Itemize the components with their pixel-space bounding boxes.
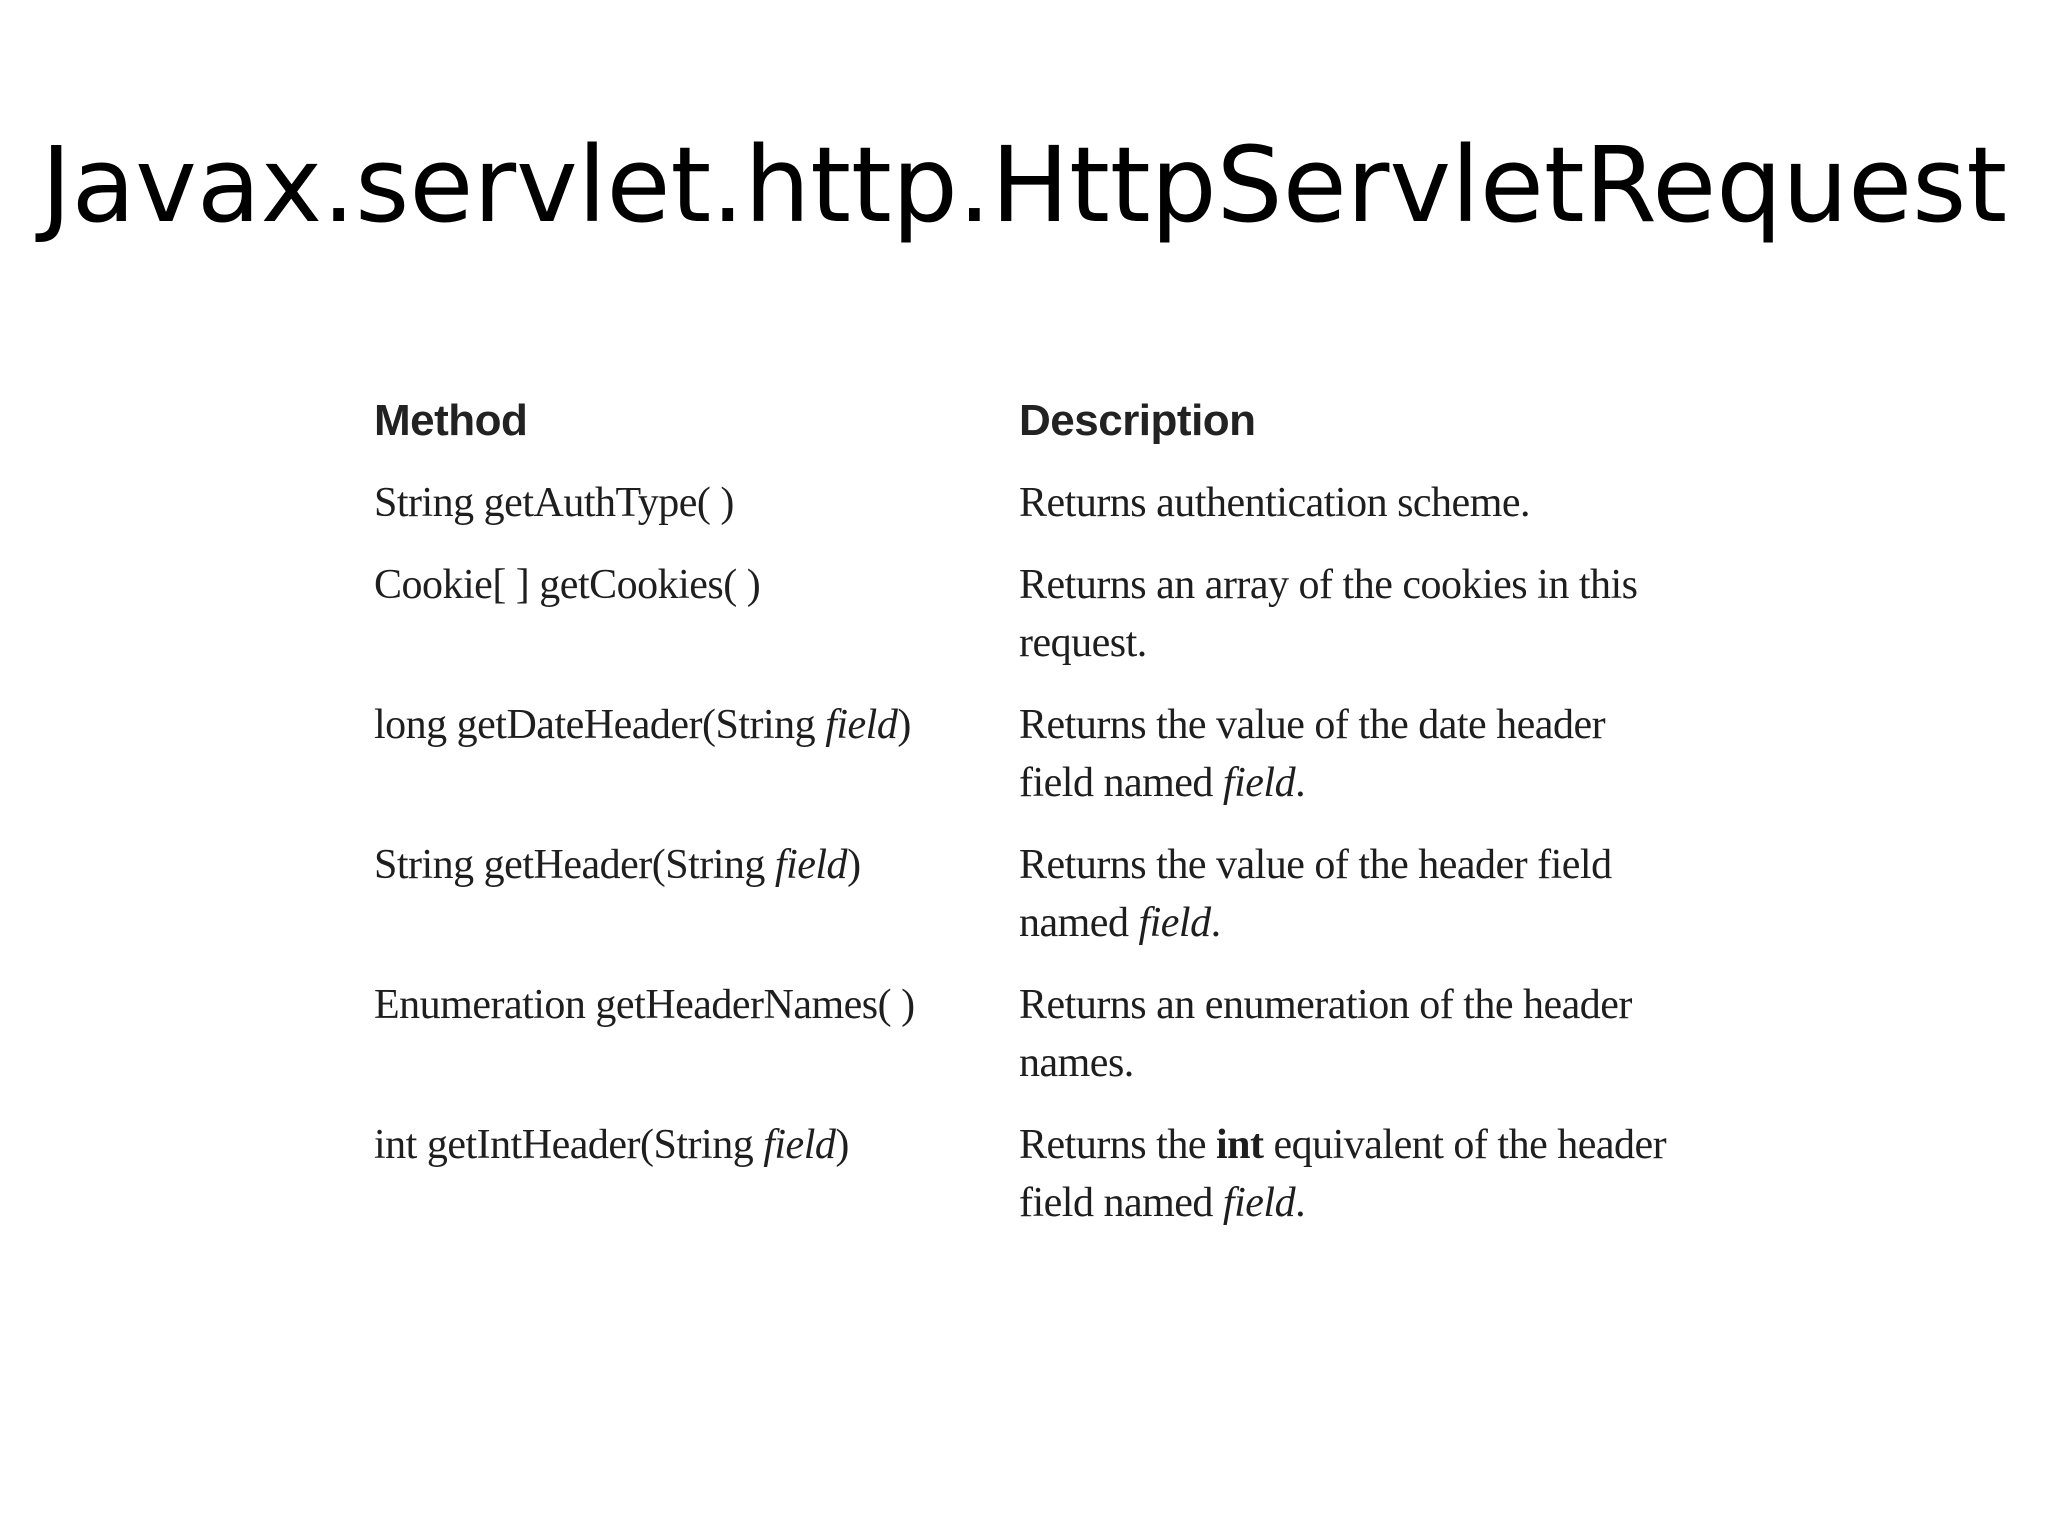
description-cell: Returns authentication scheme. (1019, 474, 1674, 556)
description-end: . (1295, 1180, 1306, 1226)
description-param: field (1222, 1180, 1296, 1226)
description-cell: Returns the value of the header field na… (1019, 836, 1674, 976)
method-cell: String getHeader(String field) (374, 836, 1019, 976)
table-row: String getHeader(String field) Returns t… (374, 836, 1674, 976)
method-cell: int getIntHeader(String field) (374, 1116, 1019, 1256)
table-row: int getIntHeader(String field) Returns t… (374, 1116, 1674, 1256)
method-signature: String getHeader(String (374, 842, 775, 888)
table-row: String getAuthType( ) Returns authentica… (374, 474, 1674, 556)
description-text: Returns the value of the header field na… (1019, 842, 1612, 946)
method-suffix: ) (847, 842, 861, 888)
description-middle: equivalent of the header field named (1019, 1122, 1667, 1226)
method-cell: Enumeration getHeaderNames( ) (374, 976, 1019, 1116)
description-text: Returns the (1019, 1122, 1216, 1168)
method-suffix: ) (835, 1122, 849, 1168)
method-signature: String getAuthType( ) (374, 480, 734, 526)
description-text: Returns the value of the date header fie… (1019, 702, 1606, 806)
method-signature: long getDateHeader(String (374, 702, 826, 748)
method-param: field (763, 1122, 836, 1168)
description-cell: Returns the int equivalent of the header… (1019, 1116, 1674, 1256)
description-keyword: int (1215, 1122, 1264, 1168)
description-param: field (1222, 760, 1296, 806)
description-cell: Returns the value of the date header fie… (1019, 696, 1674, 836)
description-end: . (1210, 900, 1222, 946)
table-row: Enumeration getHeaderNames( ) Returns an… (374, 976, 1674, 1116)
description-text: Returns authentication scheme. (1019, 480, 1531, 526)
description-text: Returns an array of the cookies in this … (1019, 562, 1638, 666)
slide-title: Javax.servlet.http.HttpServletRequest (40, 124, 2008, 246)
description-cell: Returns an enumeration of the header nam… (1019, 976, 1674, 1116)
method-column-header: Method (374, 396, 528, 445)
description-cell: Returns an array of the cookies in this … (1019, 556, 1674, 696)
method-cell: long getDateHeader(String field) (374, 696, 1019, 836)
table-row: Cookie[ ] getCookies( ) Returns an array… (374, 556, 1674, 696)
method-signature: int getIntHeader(String (374, 1122, 764, 1168)
description-end: . (1295, 760, 1306, 806)
table-header: Method Description (374, 396, 1674, 474)
table-body: String getAuthType( ) Returns authentica… (374, 474, 1674, 1256)
method-signature: Enumeration getHeaderNames( ) (374, 982, 915, 1028)
description-text: Returns an enumeration of the header nam… (1019, 982, 1632, 1086)
description-column-header: Description (1019, 396, 1256, 445)
header-row: Method Description (374, 396, 1674, 474)
method-cell: Cookie[ ] getCookies( ) (374, 556, 1019, 696)
table-row: long getDateHeader(String field) Returns… (374, 696, 1674, 836)
method-suffix: ) (897, 702, 911, 748)
methods-table: Method Description String getAuthType( )… (374, 396, 1674, 1256)
method-param: field (774, 842, 848, 888)
method-param: field (825, 702, 898, 748)
method-cell: String getAuthType( ) (374, 474, 1019, 556)
description-param: field (1138, 900, 1211, 946)
method-signature: Cookie[ ] getCookies( ) (374, 562, 761, 608)
